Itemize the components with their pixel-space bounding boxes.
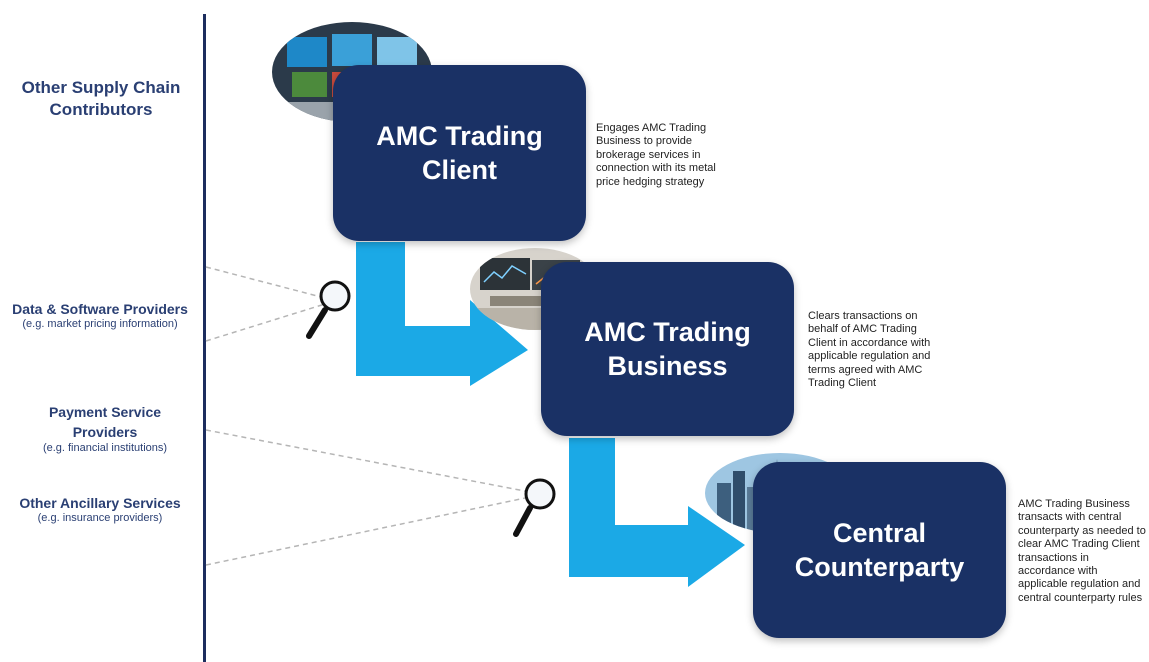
payment-sub: (e.g. financial institutions) xyxy=(42,442,168,454)
flow-arrow-client-to-business xyxy=(356,242,528,386)
box-title-ccp: Central Counterparty xyxy=(794,518,965,582)
label-other-ancillary-services: Other Ancillary Services (e.g. insurance… xyxy=(5,494,195,524)
desc-ccp: AMC Trading Business transacts with cent… xyxy=(1018,498,1146,604)
ancillary-sub: (e.g. insurance providers) xyxy=(37,512,163,524)
label-data-software-providers: Data & Software Providers (e.g. market p… xyxy=(0,300,200,330)
box-title-client: AMC Trading Client xyxy=(376,121,543,185)
flow-arrow-business-to-ccp xyxy=(569,438,745,587)
dashed-line xyxy=(205,303,326,342)
dashed-connectors xyxy=(205,266,531,566)
ancillary-title: Other Ancillary Services xyxy=(19,495,181,511)
label-payment-service-providers: Payment Service Providers (e.g. financia… xyxy=(20,402,190,454)
data-software-sub: (e.g. market pricing information) xyxy=(22,318,178,330)
vertical-divider xyxy=(203,14,206,662)
label-other-supply-chain: Other Supply Chain Contributors xyxy=(21,78,181,119)
data-software-title: Data & Software Providers xyxy=(12,301,188,317)
desc-business: Clears transactions on behalf of AMC Tra… xyxy=(808,310,931,390)
dashed-line xyxy=(205,266,326,299)
box-amc-trading-client: AMC Trading Client xyxy=(333,65,586,241)
box-title-business: AMC Trading Business xyxy=(584,317,751,381)
desc-client: Engages AMC Trading Business to provide … xyxy=(596,122,716,188)
box-central-counterparty: Central Counterparty xyxy=(753,462,1006,638)
magnifier-icon xyxy=(513,478,556,537)
box-amc-trading-business: AMC Trading Business xyxy=(541,262,794,436)
dashed-line xyxy=(205,496,531,566)
payment-title: Payment Service Providers xyxy=(48,404,162,440)
dashed-line xyxy=(205,429,531,493)
magnifier-icon xyxy=(306,280,351,339)
